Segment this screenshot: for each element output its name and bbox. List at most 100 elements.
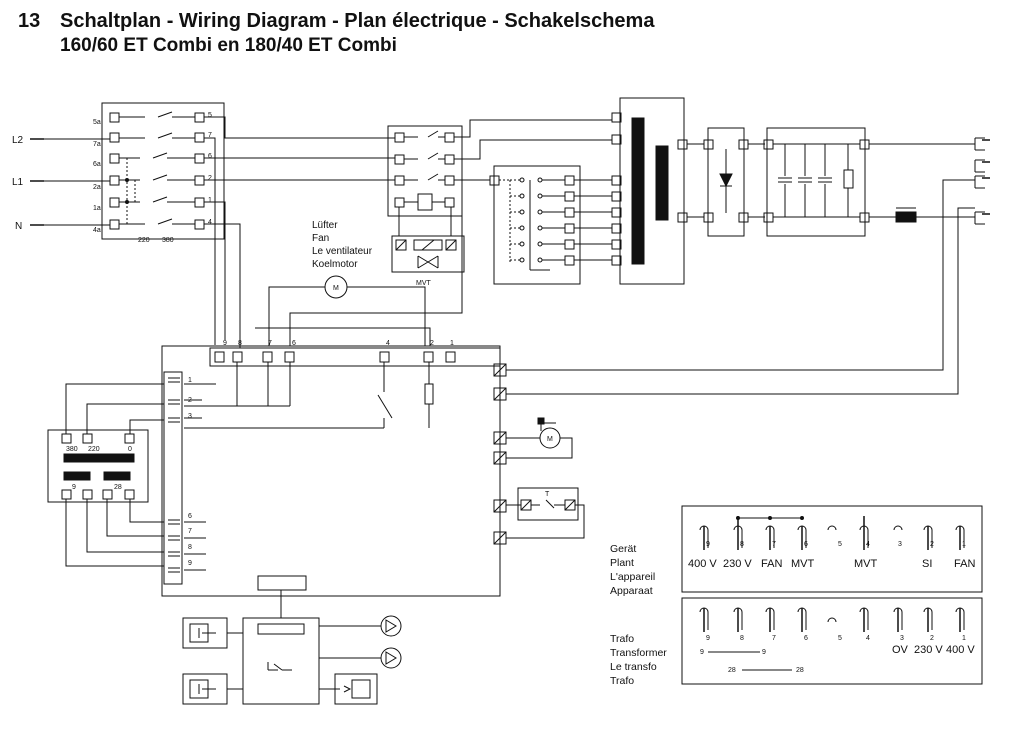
device-terminal-panel: Gerät Plant L'appareil Apparaat 9 8 7 6 …: [610, 505, 983, 597]
plant-num-9: 9: [706, 541, 710, 548]
capacitor-bank: [763, 127, 975, 237]
plant-label-de: Gerät: [610, 543, 636, 555]
transformer-tap-9: 9: [72, 484, 76, 491]
mains-l2-label: L2: [12, 135, 24, 146]
switch-terminal-7a: 7a: [93, 141, 101, 148]
fan-label-de: Lüfter: [312, 220, 338, 231]
plant-label-en: Plant: [610, 557, 634, 569]
trafo-link-28-right: 28: [796, 667, 804, 674]
plant-num-5: 5: [838, 541, 842, 548]
trafo-link-28-left: 28: [728, 667, 736, 674]
mains-inputs: L2 L1 N: [12, 135, 110, 232]
transformer-tap-220: 220: [88, 446, 100, 453]
trafo-link-9-right: 9: [762, 649, 766, 656]
valve-mvt-label: MVT: [416, 280, 432, 287]
trafo-num-8: 8: [740, 635, 744, 642]
diagram-subtitle: 160/60 ET Combi en 180/40 ET Combi: [60, 35, 397, 56]
switch-right-terminals: [194, 112, 205, 230]
fan-label-nl: Koelmotor: [312, 259, 358, 270]
switch-left-terminals: [109, 112, 120, 230]
connector-pin-3: 3: [188, 413, 192, 420]
mains-n-label: N: [15, 221, 22, 232]
board-terminal-1: 1: [450, 340, 454, 347]
switch-terminal-5a: 5a: [93, 119, 101, 126]
switch-terminal-7: 7: [208, 132, 212, 139]
connector-pin-9: 9: [188, 560, 192, 567]
plant-label-nl: Apparaat: [610, 585, 653, 597]
board-terminal-9: 9: [223, 340, 227, 347]
voltage-selector-switch: 5a 7a 6a 2a 1a 4a 5 7 6 2 1 4 220 380: [93, 102, 225, 244]
control-board: 9 8 7 6 4 2 1: [161, 340, 501, 597]
plant-label-fr: L'appareil: [610, 571, 655, 583]
connector-pin-6: 6: [188, 513, 192, 520]
connector-pin-1: 1: [188, 377, 192, 384]
trafo-label-nl: Trafo: [610, 675, 634, 687]
title-block: 13 Schaltplan - Wiring Diagram - Plan él…: [18, 10, 654, 57]
plant-num-3: 3: [898, 541, 902, 548]
trafo-func-400v: 400 V: [946, 644, 975, 656]
board-terminal-8: 8: [238, 340, 242, 347]
trafo-label-en: Transformer: [610, 647, 667, 659]
switch-terminal-6: 6: [208, 153, 212, 160]
section-number: 13: [18, 10, 41, 32]
connector-pin-7: 7: [188, 528, 192, 535]
connector-pin-8: 8: [188, 544, 192, 551]
diagram-title: Schaltplan - Wiring Diagram - Plan élect…: [60, 10, 655, 32]
trafo-num-5: 5: [838, 635, 842, 642]
trafo-func-0v: OV: [892, 644, 909, 656]
switch-terminal-1a: 1a: [93, 205, 101, 212]
trafo-label-fr: Le transfo: [610, 661, 657, 673]
fan-motor: Lüfter Fan Le ventilateur Koelmotor M: [255, 216, 463, 346]
plant-func-mvt: MVT: [791, 558, 815, 570]
board-terminal-2: 2: [430, 340, 434, 347]
current-selector: [489, 165, 612, 285]
plant-num-8: 8: [740, 541, 744, 548]
trafo-terminal-panel: Trafo Transformer Le transfo Trafo 9 8 7…: [610, 597, 983, 687]
plant-num-2: 2: [930, 541, 934, 548]
switch-terminal-6a: 6a: [93, 161, 101, 168]
trafo-label-de: Trafo: [610, 633, 634, 645]
fan-motor-symbol: M: [333, 285, 339, 292]
bottom-control-unit: [182, 575, 402, 705]
fan-label-fr: Le ventilateur: [312, 246, 373, 257]
main-transformer: [611, 97, 704, 285]
trafo-num-1: 1: [962, 635, 966, 642]
plant-func-fan: FAN: [761, 558, 782, 570]
contactor-relay: [387, 119, 612, 217]
switch-terminal-5: 5: [208, 112, 212, 119]
switch-terminal-1: 1: [208, 197, 212, 204]
pump-motor-symbol: M: [547, 436, 553, 443]
plant-num-1: 1: [962, 541, 966, 548]
plant-num-6: 6: [804, 541, 808, 548]
trafo-link-9-left: 9: [700, 649, 704, 656]
switch-voltage-380: 380: [162, 237, 174, 244]
trafo-num-9: 9: [706, 635, 710, 642]
thermostat-symbol: T: [545, 491, 550, 498]
switch-terminal-4a: 4a: [93, 227, 101, 234]
plant-num-7: 7: [772, 541, 776, 548]
left-connector: 1 2 3 6 7 8 9: [163, 371, 216, 585]
valve-mvt: MVT: [391, 207, 465, 287]
board-right-outputs: M T: [493, 179, 975, 545]
rectifier: [703, 127, 765, 237]
trafo-num-6: 6: [804, 635, 808, 642]
board-terminal-6: 6: [292, 340, 296, 347]
trafo-num-2: 2: [930, 635, 934, 642]
plant-func-fan-2: FAN: [954, 558, 975, 570]
switch-terminal-2: 2: [208, 175, 212, 182]
board-terminal-7: 7: [268, 340, 272, 347]
plant-num-4: 4: [866, 541, 870, 548]
trafo-func-230v: 230 V: [914, 644, 943, 656]
switch-terminal-4: 4: [208, 219, 212, 226]
transformer-tap-0: 0: [128, 446, 132, 453]
fan-label-en: Fan: [312, 233, 329, 244]
plant-func-mvt-2: MVT: [854, 558, 878, 570]
control-transformer: 380 220 0 9 28: [47, 383, 164, 567]
board-terminal-4: 4: [386, 340, 390, 347]
main-wiring: [204, 116, 395, 348]
transformer-tap-28: 28: [114, 484, 122, 491]
mains-l1-label: L1: [12, 177, 24, 188]
plant-func-400v: 400 V: [688, 558, 717, 570]
plant-func-230v: 230 V: [723, 558, 752, 570]
